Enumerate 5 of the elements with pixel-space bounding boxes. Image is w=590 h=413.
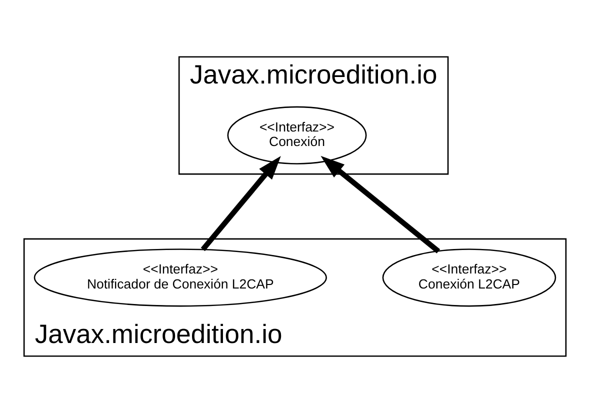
node-ellipse: <<Interfaz>> Conexión <box>227 106 367 164</box>
node-ellipse: <<Interfaz>> Notificador de Conexión L2CAP <box>34 248 327 307</box>
arrow <box>200 156 281 252</box>
arrow <box>320 156 440 254</box>
node-ellipse: <<Interfaz>> Conexión L2CAP <box>382 248 556 307</box>
